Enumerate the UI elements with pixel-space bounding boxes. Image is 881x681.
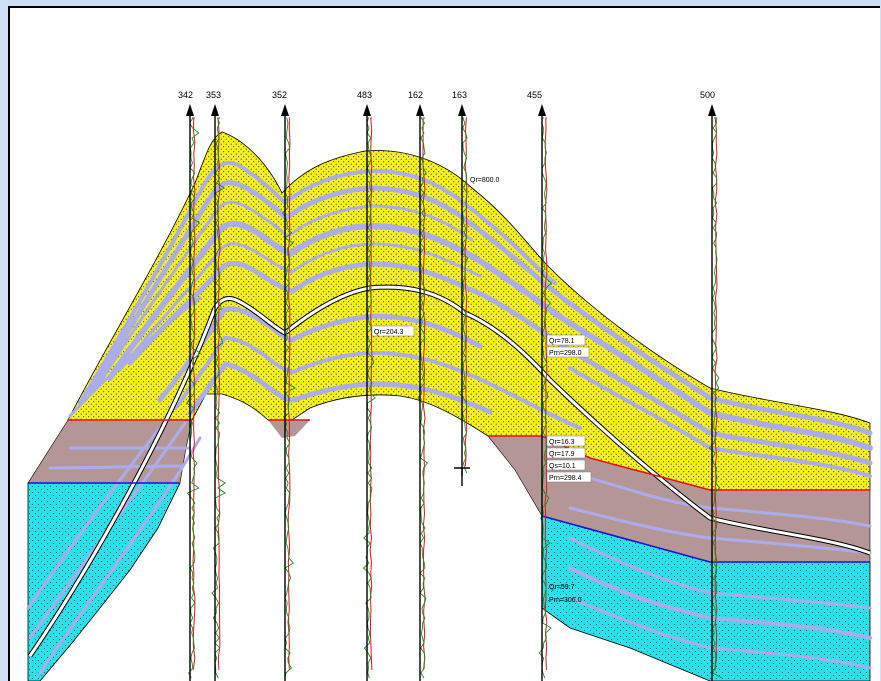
annotation-qr-78: Qr=78.1 xyxy=(549,338,575,345)
geological-cross-section: Qr=800.0 Qr=204.3 Qr=78.1 Prn=298.0 Qr=1… xyxy=(26,90,873,681)
annotation-qr-16: Qr=16.3 xyxy=(549,439,575,446)
log-trace-green xyxy=(708,117,723,679)
well-arrow-icon xyxy=(211,104,219,116)
log-trace-red xyxy=(369,117,373,671)
well-483 xyxy=(362,104,376,681)
log-trace-red xyxy=(217,117,221,671)
well-arrow-icon xyxy=(538,104,546,116)
well-arrow-icon xyxy=(363,104,371,116)
well-label-342: 342 xyxy=(178,90,193,100)
well-342 xyxy=(186,104,202,681)
well-label-353: 353 xyxy=(206,90,221,100)
annotation-prn-298-4: Prn=298.4 xyxy=(549,475,582,482)
well-163 xyxy=(458,104,469,476)
well-arrow-icon xyxy=(458,104,466,116)
shale-band xyxy=(68,296,202,418)
well-label-500: 500 xyxy=(700,90,715,100)
shale-band xyxy=(568,566,872,640)
wells xyxy=(186,104,723,681)
well-455 xyxy=(538,104,553,681)
shale-band xyxy=(568,506,872,555)
well-label-162: 162 xyxy=(408,90,423,100)
red-contact-right xyxy=(488,435,870,491)
shale-band xyxy=(588,476,872,528)
log-trace-green xyxy=(538,117,553,679)
shale-band xyxy=(157,306,483,403)
shale-band xyxy=(173,335,582,430)
well-label-455: 455 xyxy=(527,90,542,100)
shale-band xyxy=(568,596,872,670)
well-label-163: 163 xyxy=(452,90,467,100)
well-162 xyxy=(416,104,429,681)
log-trace-green xyxy=(282,117,296,679)
annotation-qr-17: Qr=17.9 xyxy=(549,451,575,458)
well-arrow-icon xyxy=(281,104,289,116)
shale-band xyxy=(96,200,474,388)
shale-band xyxy=(568,536,872,610)
well-arrow-icon xyxy=(186,104,194,116)
well-353 xyxy=(211,104,227,681)
marker-horizon-white xyxy=(28,285,871,657)
log-trace-green xyxy=(186,117,202,679)
annotation-group: Qr=800.0 Qr=204.3 Qr=78.1 Prn=298.0 Qr=1… xyxy=(371,177,592,604)
well-label-352: 352 xyxy=(272,90,287,100)
well-352 xyxy=(281,104,296,681)
shale-band xyxy=(87,180,873,436)
log-trace-red xyxy=(422,117,426,671)
well-labels: 342 353 352 483 162 163 455 500 xyxy=(178,90,715,100)
total-depth-marker xyxy=(454,467,470,486)
log-trace-red xyxy=(714,117,718,671)
shale-band xyxy=(107,220,873,451)
log-trace-green xyxy=(211,117,227,679)
shale-band xyxy=(568,366,872,478)
well-500 xyxy=(708,104,723,681)
blue-contact-right xyxy=(541,515,870,563)
annotation-qr-59: Qr=59.7 xyxy=(549,584,575,591)
annotation-qr-204: Qr=204.3 xyxy=(374,329,403,336)
annotation-qs-10: Qs=10.1 xyxy=(549,463,576,470)
well-label-483: 483 xyxy=(357,90,372,100)
brown-zone xyxy=(27,419,193,484)
cross-section-canvas: Qr=800.0 Qr=204.3 Qr=78.1 Prn=298.0 Qr=1… xyxy=(8,6,880,681)
log-trace-green xyxy=(362,117,376,679)
log-trace-red xyxy=(287,117,291,671)
annotation-qr-800: Qr=800.0 xyxy=(470,177,499,184)
shale-band xyxy=(127,260,873,466)
shale-band xyxy=(187,361,493,416)
well-arrow-icon xyxy=(708,104,716,116)
annotation-prn-306: Prn=306.0 xyxy=(549,597,582,604)
annotation-prn-298-0: Prn=298.0 xyxy=(549,350,582,357)
well-arrow-icon xyxy=(416,104,424,116)
shale-band xyxy=(48,464,184,470)
